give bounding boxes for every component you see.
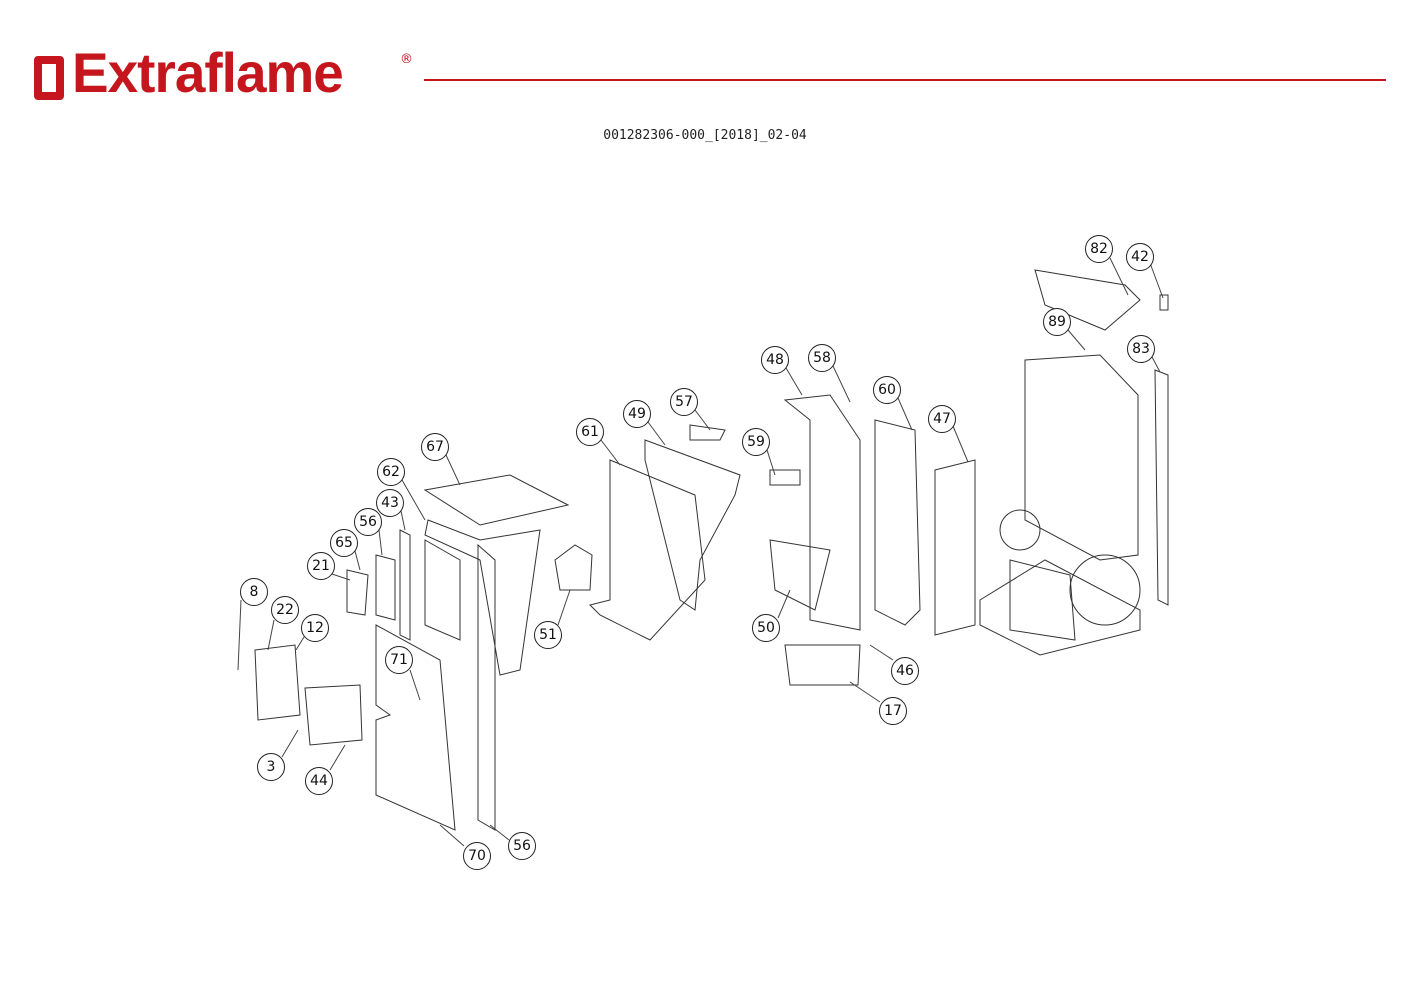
part-callout-50: 50	[752, 614, 780, 642]
part-callout-57: 57	[670, 388, 698, 416]
part-callout-48: 48	[761, 346, 789, 374]
logo-mark-icon	[34, 56, 64, 100]
logo-text: Extraflame	[72, 41, 344, 104]
part-callout-65: 65	[330, 529, 358, 557]
part-callout-51: 51	[534, 621, 562, 649]
part-callout-62: 62	[377, 458, 405, 486]
part-callout-44: 44	[305, 767, 333, 795]
part-callout-8: 8	[240, 578, 268, 606]
part-callout-12: 12	[301, 614, 329, 642]
part-callout-83: 83	[1127, 335, 1155, 363]
registered-mark: ®	[400, 52, 413, 67]
part-callout-56: 56	[354, 508, 382, 536]
part-callout-22: 22	[271, 596, 299, 624]
document-number: 001282306-000_[2018]_02-04	[603, 128, 807, 143]
extraflame-logo: Extraflame ®	[34, 41, 414, 106]
part-callout-82: 82	[1085, 235, 1113, 263]
middle-panels	[589, 394, 976, 686]
part-callout-61: 61	[576, 418, 604, 446]
stove-body	[979, 269, 1169, 656]
header-rule	[424, 79, 1386, 81]
part-callout-3: 3	[257, 753, 285, 781]
leader-lines	[237, 257, 1164, 847]
part-callout-43: 43	[376, 489, 404, 517]
left-panels	[254, 474, 593, 831]
part-callout-58: 58	[808, 344, 836, 372]
part-callout-59: 59	[742, 428, 770, 456]
part-callout-56: 56	[508, 832, 536, 860]
part-callout-60: 60	[873, 376, 901, 404]
part-callout-17: 17	[879, 697, 907, 725]
part-callout-67: 67	[421, 433, 449, 461]
part-callout-70: 70	[463, 842, 491, 870]
part-callout-71: 71	[385, 646, 413, 674]
part-callout-47: 47	[928, 405, 956, 433]
part-callout-46: 46	[891, 657, 919, 685]
part-callout-49: 49	[623, 400, 651, 428]
part-callout-89: 89	[1043, 308, 1071, 336]
part-callout-42: 42	[1126, 243, 1154, 271]
part-callout-21: 21	[307, 552, 335, 580]
